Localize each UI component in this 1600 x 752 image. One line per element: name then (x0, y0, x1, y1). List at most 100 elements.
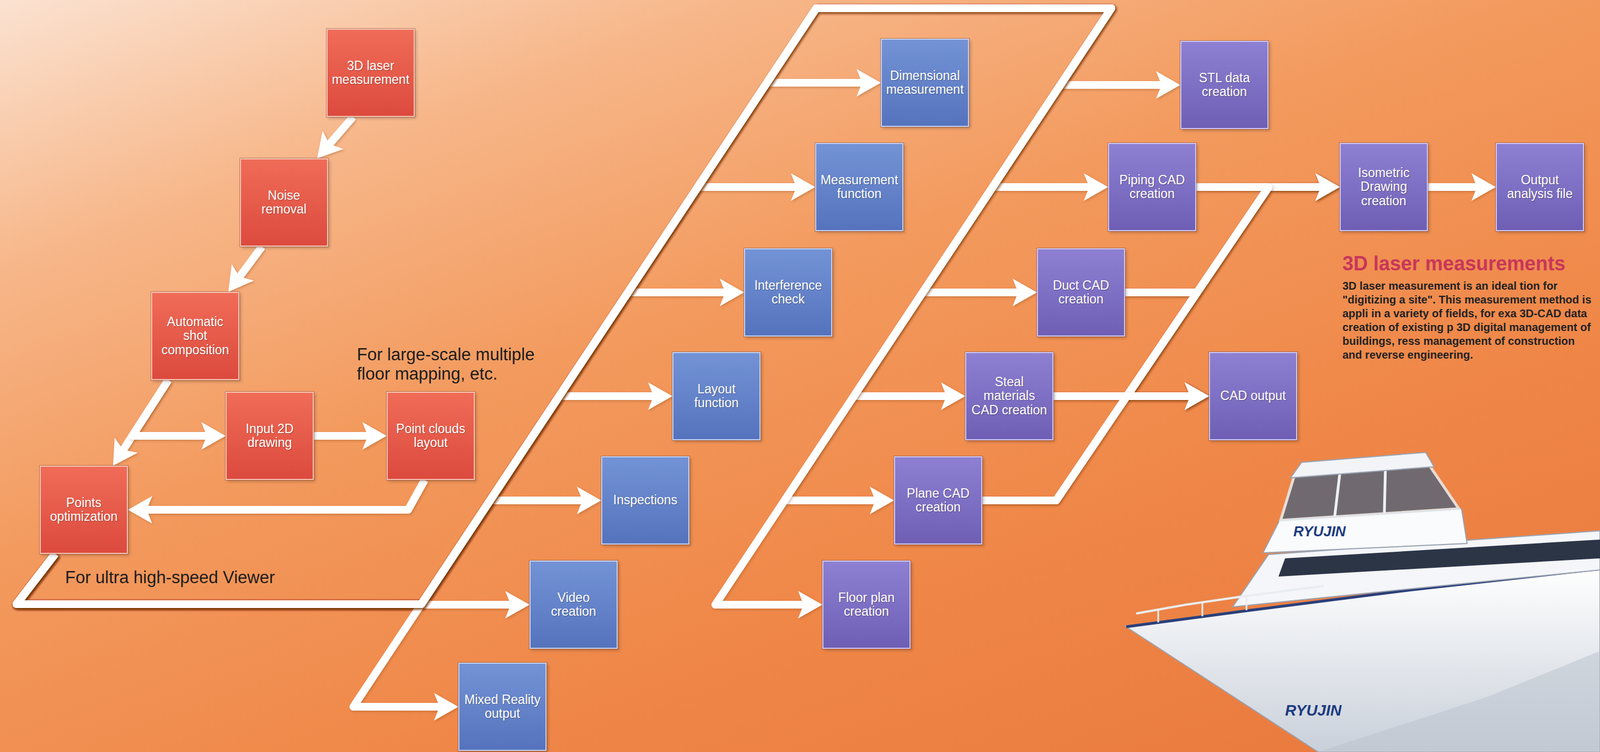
arrow-head (1315, 173, 1340, 201)
flow-arrow (1427, 173, 1496, 201)
flow-line (1125, 292, 1198, 397)
flow-line (1427, 183, 1479, 191)
arrow-head (1184, 382, 1209, 410)
box-label: Automatic shot composition (155, 314, 235, 357)
boat-name: RYUJIN (1293, 523, 1346, 540)
flow-arrow (127, 479, 425, 524)
flow-arrow (16, 8, 1112, 604)
box-label: Interference check (748, 278, 828, 307)
process-box: Inspections (601, 456, 690, 545)
flow-line (328, 116, 353, 146)
canopy-frame (1384, 466, 1386, 513)
box-label: Layout function (676, 382, 757, 411)
process-box: Points optimization (39, 465, 128, 554)
canopy-top (1290, 452, 1434, 478)
arrow-head (940, 382, 966, 410)
flow-line (145, 479, 425, 510)
process-box: Input 2D drawing (225, 391, 314, 480)
box-label: STL data creation (1184, 71, 1265, 100)
process-box: Point clouds layout (386, 391, 475, 480)
arrow-head (201, 421, 226, 450)
box-label: Output analysis file (1500, 173, 1580, 202)
process-box: Isometric Drawing creation (1339, 142, 1428, 232)
section-heading: 3D laser measurements (1342, 252, 1566, 275)
flow-line (238, 246, 262, 278)
rail-post (1201, 602, 1204, 617)
arrow-head (228, 264, 254, 292)
flow-line (16, 8, 1112, 604)
process-box: STL data creation (1180, 40, 1269, 130)
flow-arrow (16, 8, 1112, 619)
box-label: Steal materials CAD creation (969, 375, 1050, 417)
flow-line (16, 8, 1112, 605)
flow-line (16, 8, 1112, 604)
box-label: Video creation (533, 590, 614, 619)
flow-arrow (317, 116, 353, 159)
rail-post (1245, 595, 1248, 610)
flow-line (16, 8, 1163, 604)
arrow-head (362, 421, 387, 450)
process-box: Piping CAD creation (1108, 142, 1197, 232)
flow-line (982, 186, 1323, 501)
body-text: 3D laser measurement is an ideal tion fo… (1342, 279, 1594, 362)
box-label: Piping CAD creation (1112, 173, 1192, 202)
process-box: Noise removal (239, 158, 329, 247)
flow-line (16, 292, 727, 604)
arrow-head (1156, 71, 1181, 99)
arrow-head (113, 437, 138, 466)
flow-arrow (228, 246, 262, 292)
process-box: Output analysis file (1495, 142, 1585, 232)
flow-arrow (16, 8, 1112, 604)
box-label: Inspections (613, 493, 678, 507)
boat-name: RYUJIN (1285, 701, 1342, 719)
process-box: Automatic shot composition (151, 291, 240, 381)
process-box: Measurement function (815, 142, 904, 232)
arrow-head (798, 590, 823, 619)
process-box: 3D laser measurement (326, 28, 415, 117)
box-label: CAD output (1220, 388, 1287, 403)
flow-arrow (313, 421, 387, 450)
box-label: Floor plan creation (826, 590, 907, 619)
flow-arrow (16, 68, 881, 604)
box-label: Measurement function (819, 173, 900, 202)
flow-line (16, 8, 1112, 604)
arrow-head (790, 173, 816, 201)
box-label: Point clouds layout (391, 421, 471, 451)
flow-line (16, 186, 798, 604)
flow-line (16, 82, 864, 604)
arrow-head (869, 486, 895, 515)
flow-line (16, 553, 441, 707)
arrow-head (127, 495, 153, 524)
box-label: 3D laser measurement (330, 59, 411, 88)
arrow-head (434, 692, 459, 721)
flow-arrow (16, 8, 1112, 604)
bow-rail (1136, 585, 1324, 614)
arrow-head (856, 68, 881, 97)
process-box: Mixed Reality output (458, 662, 547, 751)
flow-arrow (16, 553, 459, 721)
process-box: Steal materials CAD creation (965, 351, 1054, 441)
hull-shade (1318, 650, 1600, 752)
process-box: Interference check (744, 248, 833, 337)
flow-arrow (16, 278, 745, 604)
process-box: Plane CAD creation (894, 456, 983, 545)
canopy-frame (1334, 469, 1341, 517)
process-box: Dimensional measurement (880, 38, 970, 127)
box-label: Points optimization (44, 495, 124, 524)
flow-arrow (16, 173, 816, 604)
box-label: Duct CAD creation (1041, 278, 1121, 307)
arrow-head (1471, 173, 1496, 201)
process-box: Floor plan creation (822, 560, 911, 649)
rail-post (1157, 609, 1160, 623)
arrow-head (1012, 278, 1037, 307)
boat-hull (1125, 568, 1600, 752)
flow-arrow (132, 380, 226, 450)
process-box: Duct CAD creation (1036, 248, 1126, 337)
arrow-head (719, 278, 745, 307)
process-box: Video creation (529, 560, 618, 649)
box-label: Plane CAD creation (898, 486, 978, 515)
arrow-head (505, 590, 530, 619)
box-label: Dimensional measurement (885, 68, 965, 98)
